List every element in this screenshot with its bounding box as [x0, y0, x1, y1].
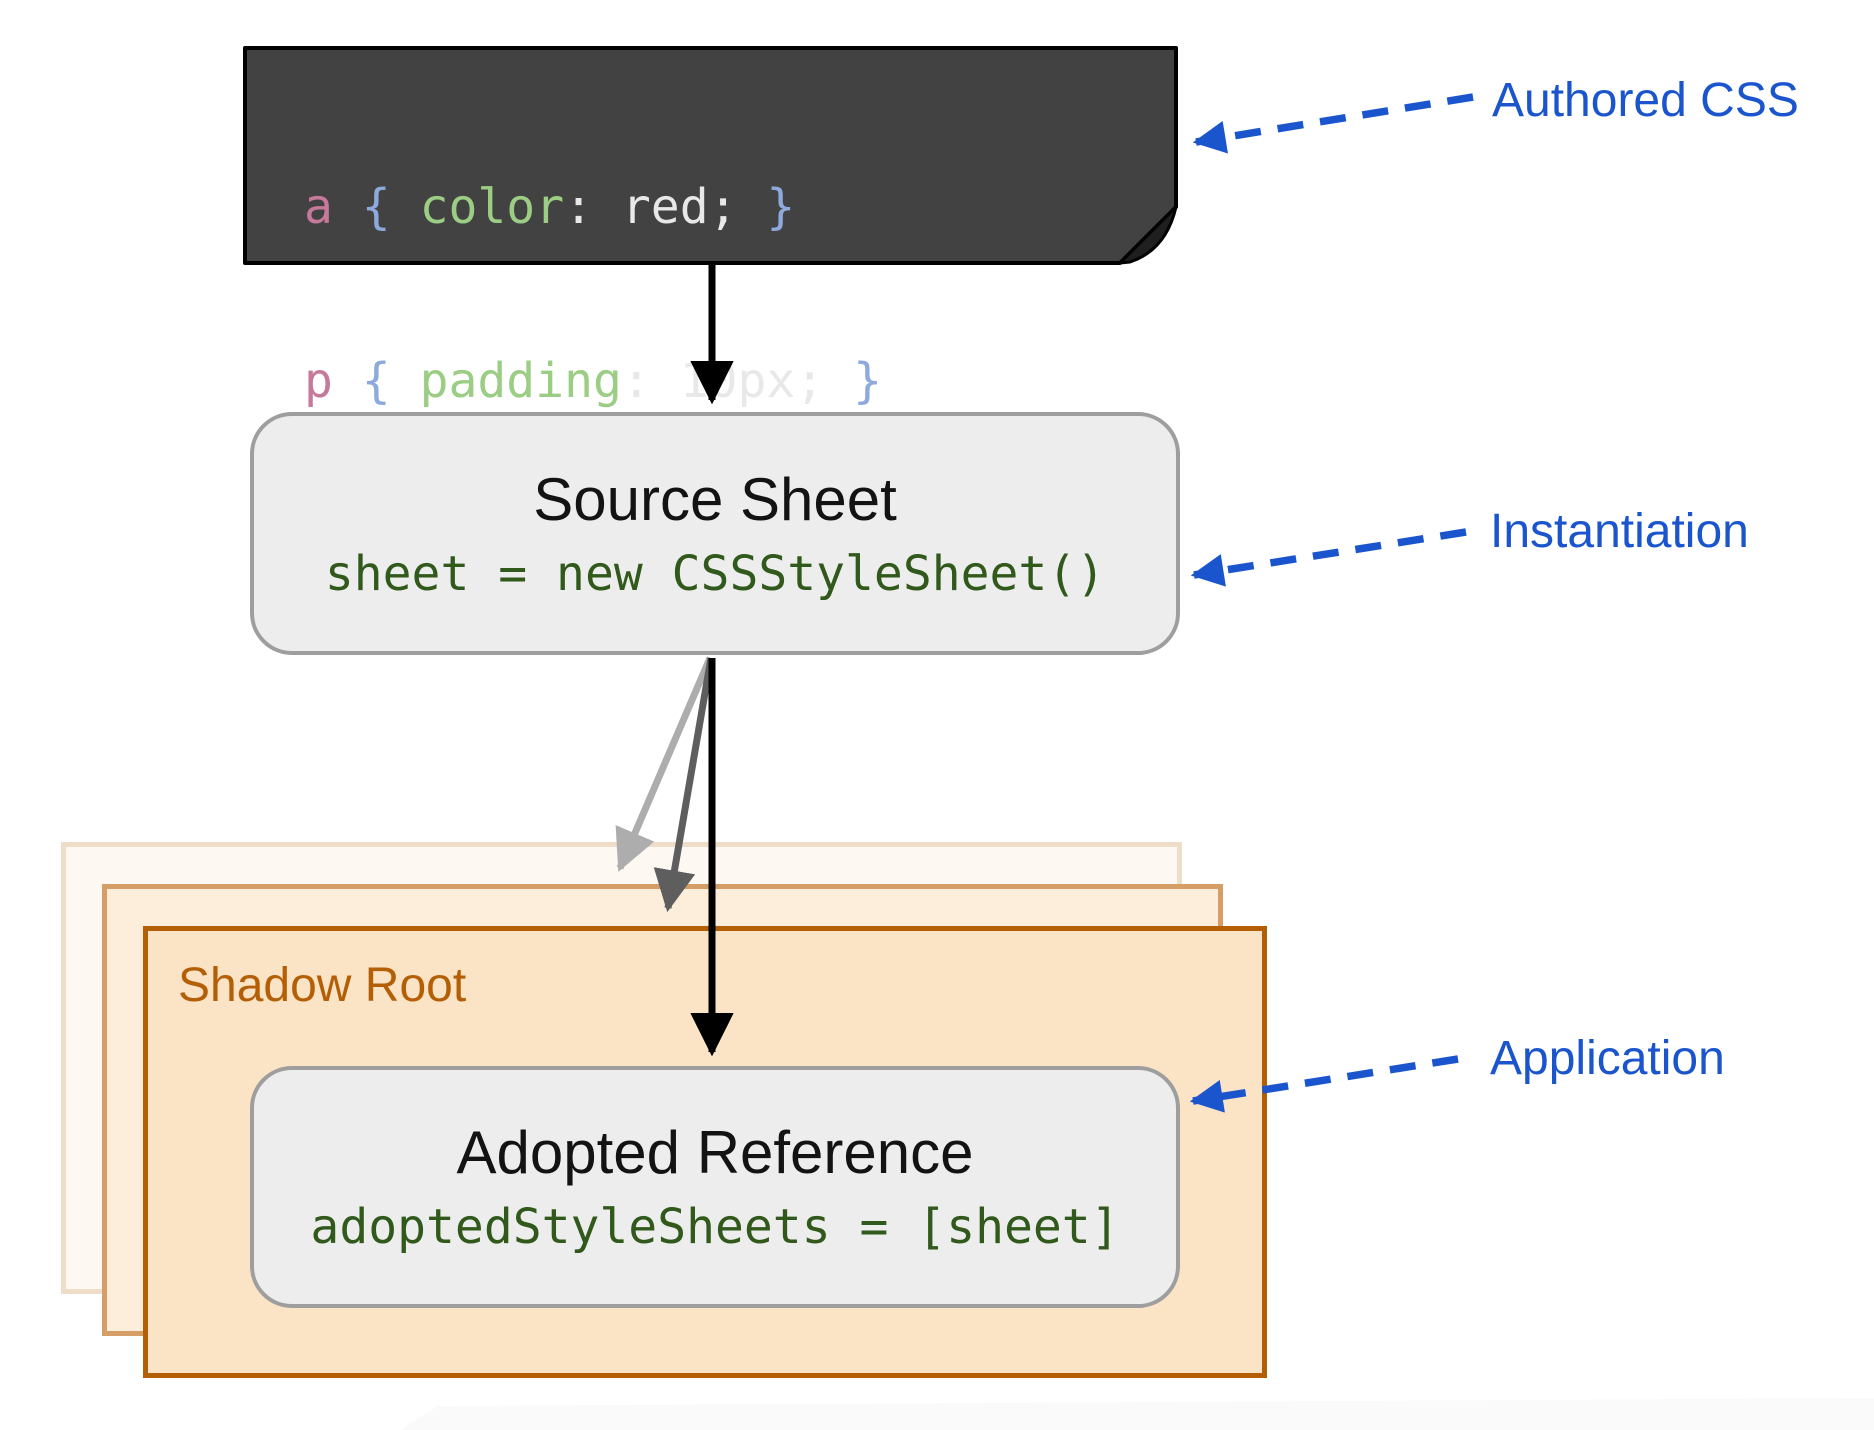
folded-corner: [1118, 205, 1178, 265]
shadow-root-label: Shadow Root: [178, 959, 467, 1012]
arrow-fan-gray-light: [615, 656, 714, 872]
value-token: 10px: [679, 353, 796, 409]
semicolon-token: ;: [708, 179, 767, 235]
application-label: Application: [1490, 1032, 1725, 1085]
adopted-reference-code: adoptedStyleSheets = [sheet]: [310, 1199, 1120, 1255]
code-line-1: a { color: red; }: [304, 178, 882, 236]
arrow-instantiation-annotation: [1190, 528, 1467, 587]
source-sheet-box: Source Sheet sheet = new CSSStyleSheet(): [250, 412, 1180, 655]
brace-token: }: [766, 179, 796, 235]
code-line-2: p { padding: 10px; }: [304, 352, 882, 410]
arrow-authored-annotation: [1192, 93, 1474, 154]
colon-token: :: [564, 179, 622, 235]
source-sheet-title: Source Sheet: [533, 465, 897, 533]
adopted-reference-title: Adopted Reference: [456, 1119, 974, 1186]
source-sheet-code: sheet = new CSSStyleSheet(): [324, 545, 1106, 602]
brace-token: }: [853, 353, 882, 409]
brace-token: {: [361, 353, 420, 409]
semicolon-token: ;: [795, 353, 854, 409]
value-token: red: [621, 179, 709, 235]
background-artifact: [400, 1398, 1874, 1430]
colon-token: :: [621, 353, 680, 409]
selector-token: p: [304, 353, 362, 409]
property-token: padding: [419, 353, 622, 409]
selector-token: a: [304, 179, 362, 235]
authored-css-label: Authored CSS: [1492, 74, 1799, 127]
instantiation-label: Instantiation: [1490, 505, 1749, 558]
property-token: color: [419, 179, 565, 235]
brace-token: {: [361, 179, 420, 235]
adopted-reference-box: Adopted Reference adoptedStyleSheets = […: [250, 1066, 1180, 1308]
